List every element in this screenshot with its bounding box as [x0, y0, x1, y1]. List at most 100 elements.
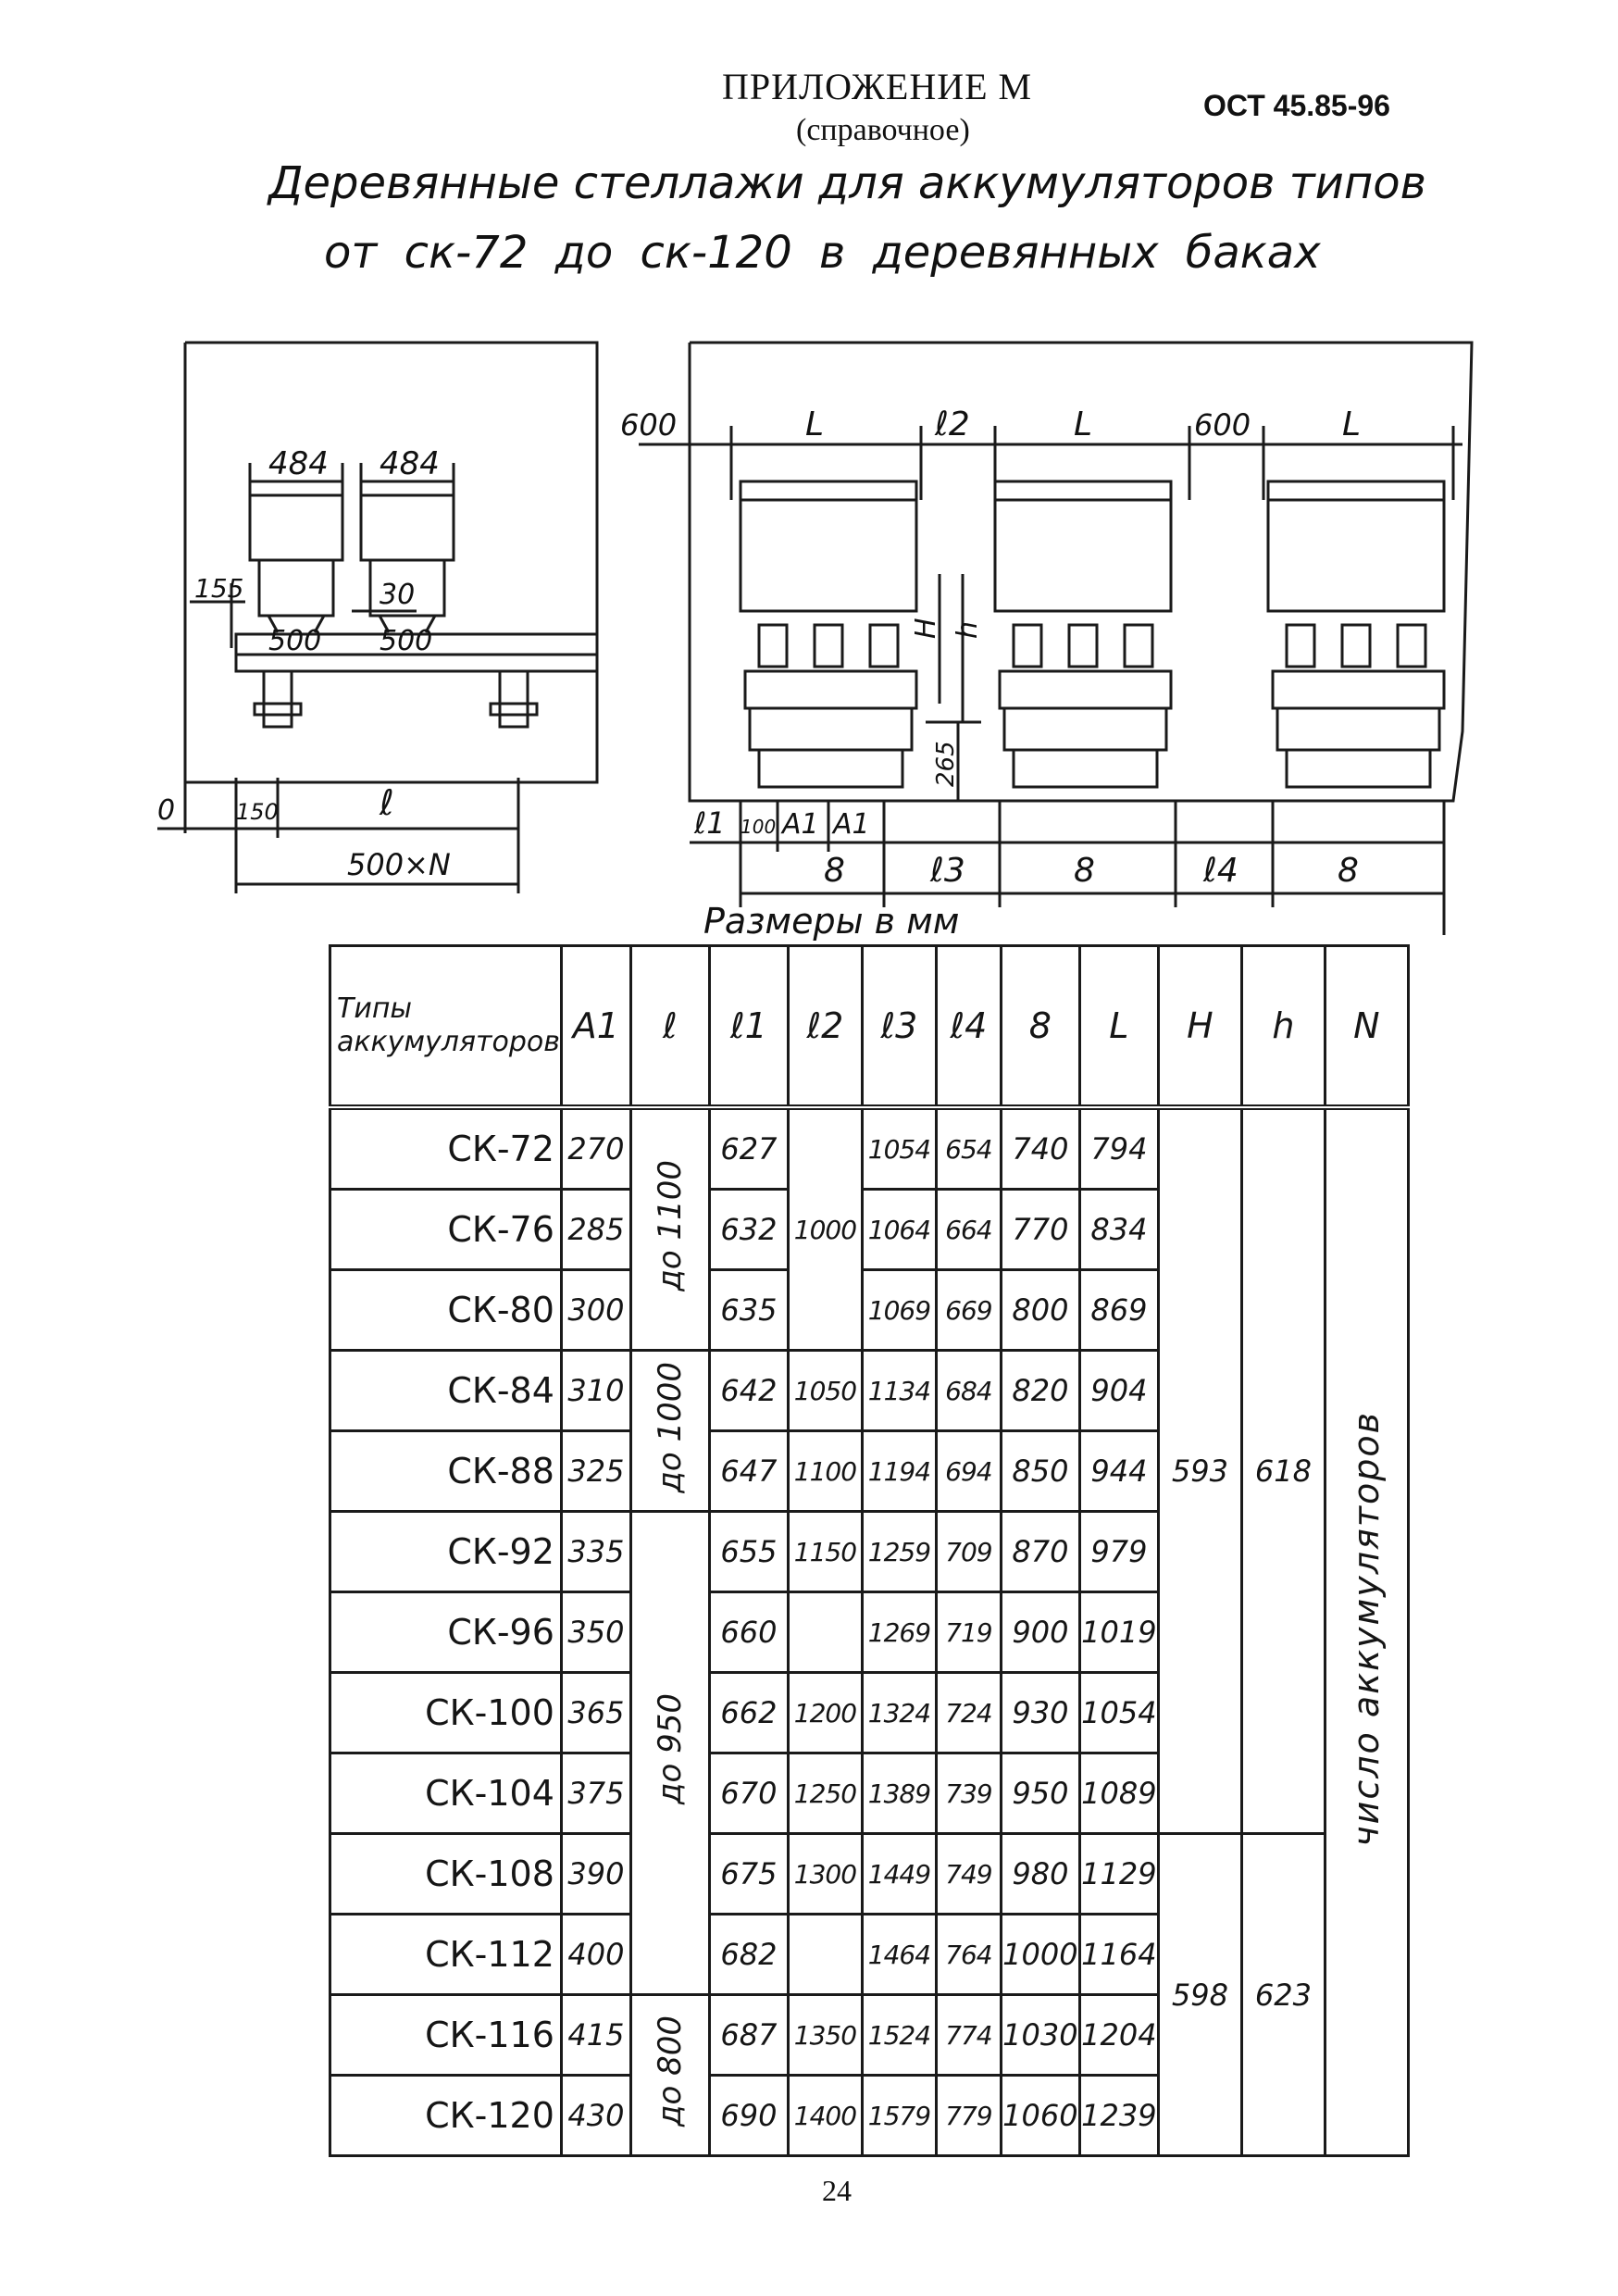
- header-A1: A1: [559, 944, 632, 1110]
- dim-30: 30: [380, 579, 415, 611]
- cell-l3: 1194: [860, 1429, 938, 1513]
- cell-l2-empty: [786, 1913, 864, 1996]
- cell-l4: 719: [934, 1591, 1002, 1674]
- cell-type: СК-96: [329, 1591, 563, 1674]
- cell-L: 904: [1077, 1349, 1160, 1432]
- header-N: N: [1323, 944, 1410, 1110]
- cell-l3: 1579: [860, 2074, 938, 2157]
- cell-A1: 350: [559, 1591, 632, 1674]
- dim-B-3: 8: [1338, 852, 1359, 890]
- cell-B: 870: [999, 1510, 1081, 1593]
- cell-l4: 694: [934, 1429, 1002, 1513]
- table-row: СК-88 325 647 1100 1194 694 850 944: [329, 1429, 1409, 1513]
- cell-l1: 675: [707, 1832, 790, 1915]
- cell-l4: 669: [934, 1268, 1002, 1352]
- table-row: СК-96 350 660 1269 719 900 1019: [329, 1591, 1409, 1674]
- header-l2: ℓ2: [786, 944, 864, 1110]
- cell-A1: 365: [559, 1671, 632, 1754]
- dim-l1: ℓ1: [693, 805, 726, 841]
- cell-B: 1060: [999, 2074, 1081, 2157]
- cell-l2-group-1: 1000: [786, 1105, 864, 1352]
- cell-l4: 779: [934, 2074, 1002, 2157]
- dim-265: 265: [932, 741, 960, 787]
- dim-500-right: 500: [380, 625, 432, 657]
- appendix-title: ПРИЛОЖЕНИЕ М: [722, 66, 1033, 107]
- cell-l2: 1100: [786, 1429, 864, 1513]
- cell-l1: 662: [707, 1671, 790, 1754]
- table-row: СК-100 365 662 1200 1324 724 930 1054: [329, 1671, 1409, 1754]
- cell-type: СК-116: [329, 1993, 563, 2077]
- cell-l-group-2: до 1000: [629, 1349, 711, 1513]
- cell-l4: 664: [934, 1188, 1002, 1271]
- cell-l3: 1269: [860, 1591, 938, 1674]
- cell-type: СК-104: [329, 1752, 563, 1835]
- cell-l4: 749: [934, 1832, 1002, 1915]
- header-l4: ℓ4: [934, 944, 1002, 1110]
- cell-H-group-1: 593: [1156, 1105, 1243, 1835]
- dim-l4: ℓ4: [1202, 852, 1238, 890]
- cell-A1: 270: [559, 1105, 632, 1191]
- cell-B: 850: [999, 1429, 1081, 1513]
- table-row: СК-84 310 до 1000 642 1050 1134 684 820 …: [329, 1349, 1409, 1513]
- cell-L: 1019: [1077, 1591, 1160, 1674]
- header-h: h: [1239, 944, 1326, 1110]
- dim-l2: ℓ2: [934, 406, 970, 443]
- cell-l3: 1134: [860, 1349, 938, 1432]
- cell-type: СК-92: [329, 1510, 563, 1593]
- cell-l3: 1324: [860, 1671, 938, 1754]
- cell-B: 900: [999, 1591, 1081, 1674]
- cell-type: СК-108: [329, 1832, 563, 1915]
- cell-l1: 647: [707, 1429, 790, 1513]
- dim-484-right: 484: [380, 445, 440, 482]
- table-row: СК-72 270 до 1100 627 1000 1054 654 740 …: [329, 1105, 1410, 2157]
- header-type: Типы аккумуляторов: [329, 944, 563, 1110]
- cell-l-group-3: до 950: [629, 1510, 711, 1996]
- cell-L: 1054: [1077, 1671, 1160, 1754]
- cell-l1: 687: [707, 1993, 790, 2077]
- cell-N: число аккумуляторов: [1323, 1105, 1410, 2157]
- cell-H-group-2: 598: [1156, 1832, 1243, 2157]
- cell-l1: 632: [707, 1188, 790, 1271]
- cell-B: 800: [999, 1268, 1081, 1352]
- cell-B: 980: [999, 1832, 1081, 1915]
- cell-l3: 1259: [860, 1510, 938, 1593]
- cell-l1: 682: [707, 1913, 790, 1996]
- dim-L-2: L: [1074, 406, 1092, 443]
- dim-500xN: 500×N: [347, 847, 451, 882]
- cell-type: СК-76: [329, 1188, 563, 1271]
- table-row: СК-112 400 682 1464 764 1000 1164: [329, 1913, 1409, 1996]
- cell-A1: 335: [559, 1510, 632, 1593]
- dim-L-3: L: [1342, 406, 1361, 443]
- cell-l1: 690: [707, 2074, 790, 2157]
- header-L: L: [1077, 944, 1160, 1110]
- cell-l4: 774: [934, 1993, 1002, 2077]
- cell-A1: 310: [559, 1349, 632, 1432]
- cell-A1: 300: [559, 1268, 632, 1352]
- cell-l3: 1054: [860, 1105, 938, 1191]
- dim-484-left: 484: [268, 445, 329, 482]
- cell-l1: 655: [707, 1510, 790, 1593]
- dim-B-1: 8: [824, 852, 845, 890]
- appendix-subtitle: (справочное): [796, 113, 970, 147]
- header-l1: ℓ1: [707, 944, 790, 1110]
- page-heading-line-1: Деревянные стеллажи для аккумуляторов ти…: [268, 157, 1426, 209]
- cell-L: 869: [1077, 1268, 1160, 1352]
- cell-L: 1129: [1077, 1832, 1160, 1915]
- cell-l4: 654: [934, 1105, 1002, 1191]
- cell-l3: 1064: [860, 1188, 938, 1271]
- cell-L: 979: [1077, 1510, 1160, 1593]
- cell-l-group-4: до 800: [629, 1993, 711, 2157]
- cell-l3: 1069: [860, 1268, 938, 1352]
- dim-A1-b: A1: [831, 808, 870, 841]
- cell-l3: 1389: [860, 1752, 938, 1835]
- cell-l2: 1300: [786, 1832, 864, 1915]
- cell-A1: 415: [559, 1993, 632, 2077]
- cell-l4: 684: [934, 1349, 1002, 1432]
- cell-l3: 1464: [860, 1913, 938, 1996]
- table-row: СК-120 430 690 1400 1579 779 1060 1239: [329, 2074, 1409, 2157]
- table-header-row: Типы аккумуляторов A1 ℓ ℓ1 ℓ2 ℓ3 ℓ4 8 L …: [329, 944, 1410, 1110]
- cell-L: 1089: [1077, 1752, 1160, 1835]
- cell-l2-empty: [786, 1591, 864, 1674]
- header-H: H: [1156, 944, 1243, 1110]
- cell-l4: 709: [934, 1510, 1002, 1593]
